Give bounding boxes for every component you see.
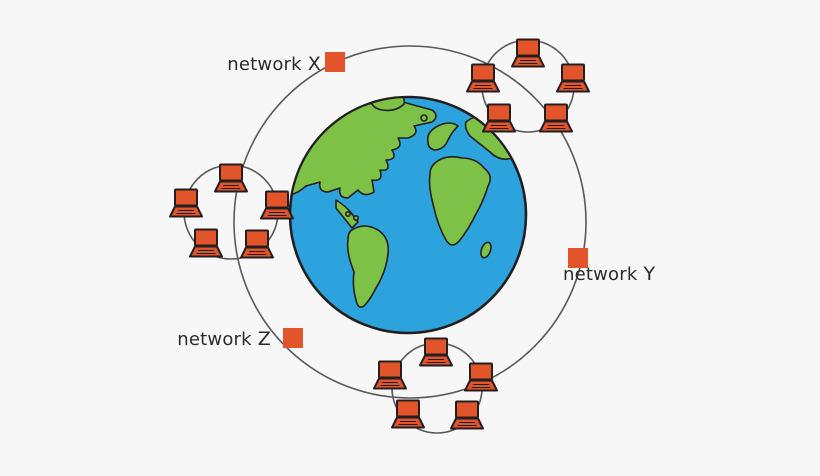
island-dot <box>420 114 428 122</box>
laptop-icon <box>482 103 516 133</box>
earth-globe-icon <box>288 95 528 335</box>
madagascar-island <box>480 241 492 259</box>
laptop-icon <box>464 362 498 392</box>
network-y-node-square <box>568 248 588 268</box>
europe-landmass <box>426 122 459 151</box>
lan-left <box>169 163 294 259</box>
network-y-label-letter: Y <box>643 263 656 285</box>
island-dot <box>344 211 351 218</box>
laptop-icon <box>260 190 294 220</box>
network-z-label-letter: Z <box>258 328 271 350</box>
network-z-label-prefix: network <box>177 329 252 350</box>
laptop-icon <box>373 360 407 390</box>
africa-landmass <box>428 156 492 246</box>
laptop-icon <box>169 188 203 218</box>
laptop-icon <box>240 229 274 259</box>
laptop-icon <box>214 163 248 193</box>
network-z-node-square <box>283 328 303 348</box>
lan-top-right <box>466 38 590 133</box>
laptop-icon <box>466 63 500 93</box>
laptop-icon <box>450 400 484 430</box>
laptop-icon <box>511 38 545 68</box>
laptop-icon <box>391 399 425 429</box>
network-y-label-prefix: network <box>563 264 638 285</box>
network-x-label-letter: X <box>308 53 321 75</box>
backbone-ring <box>233 45 587 399</box>
network-z-label: network Z <box>177 328 271 350</box>
island-dot <box>352 215 359 222</box>
laptop-icon <box>419 337 453 367</box>
laptop-icon <box>539 103 573 133</box>
south-america-landmass <box>346 225 390 308</box>
laptop-icon <box>189 228 223 258</box>
lan-bottom <box>373 337 498 430</box>
network-x-label: network X <box>227 53 321 75</box>
network-x-label-prefix: network <box>227 54 302 75</box>
network-x-node-square <box>325 52 345 72</box>
greenland-landmass <box>371 98 406 112</box>
laptop-icon <box>556 63 590 93</box>
